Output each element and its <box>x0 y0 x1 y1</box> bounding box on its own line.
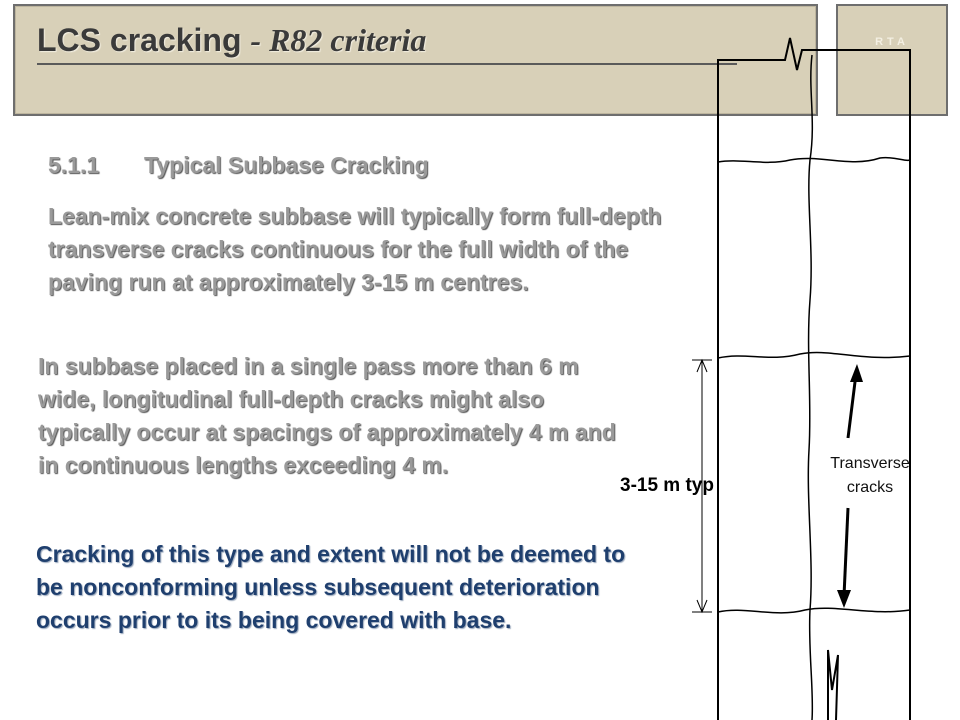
arrow-up-line <box>846 373 858 439</box>
slab-bottom-break <box>827 649 839 720</box>
dimension-label: 3-15 m typ <box>620 475 714 496</box>
logo-panel: RTA <box>836 4 948 116</box>
slide-title: LCS cracking - R82 criteria <box>37 22 426 59</box>
section-heading: 5.1.1 Typical Subbase Cracking <box>48 152 429 179</box>
title-main: LCS cracking <box>37 22 242 58</box>
paragraph-transverse-cracks: Lean-mix concrete subbase will typically… <box>48 203 662 295</box>
rta-logo: RTA <box>875 36 909 48</box>
paragraph-conformance: Cracking of this type and extent will no… <box>36 541 626 633</box>
title-underline <box>37 63 737 65</box>
title-panel: LCS cracking - R82 criteria <box>13 4 818 116</box>
slab-outline <box>717 37 911 720</box>
arrow-up-head <box>850 364 863 382</box>
transverse-crack-3 <box>717 607 911 614</box>
arrow-down-head <box>837 590 851 608</box>
paragraph-longitudinal-cracks: In subbase placed in a single pass more … <box>38 353 616 478</box>
transverse-crack-1 <box>717 156 911 164</box>
section-number: 5.1.1 <box>48 152 100 178</box>
longitudinal-crack <box>807 54 814 720</box>
arrow-down-line <box>842 507 850 597</box>
section-title: Typical Subbase Cracking <box>144 152 429 178</box>
dimension-arrow-top <box>696 358 708 373</box>
transverse-cracks-label: Transverse cracks <box>830 455 910 496</box>
dimension-arrow-bottom <box>696 599 708 614</box>
title-subtitle: - R82 criteria <box>250 22 427 58</box>
transverse-crack-2 <box>717 351 911 359</box>
